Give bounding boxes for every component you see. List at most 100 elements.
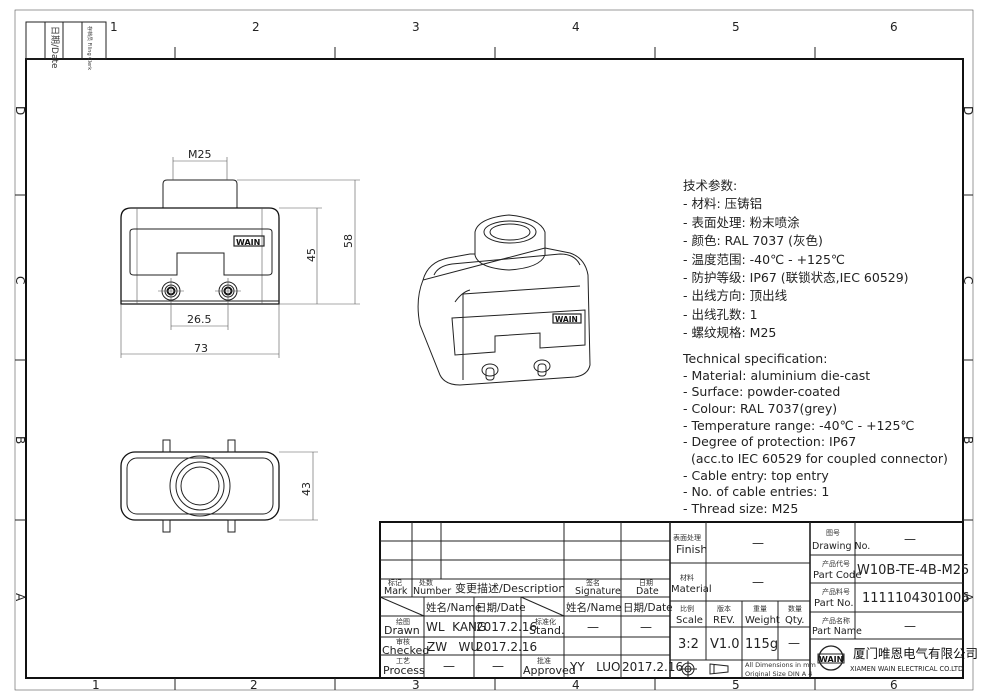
drawing-no-label: Drawing No. — [812, 541, 870, 552]
number-label: Number — [413, 586, 451, 597]
spec-en-line: - Cable entry: top entry — [683, 468, 829, 483]
mark-label: Mark — [384, 586, 408, 597]
name-header-2: 姓名/Name — [566, 601, 622, 614]
checked-date: 2017.2.16 — [476, 640, 537, 654]
part-name-label: Part Name — [812, 626, 862, 637]
rev-label: REV. — [713, 615, 735, 626]
part-code-label: Part Code — [813, 570, 862, 581]
spec-cn-line: - 防护等级: IP67 (联锁状态,IEC 60529) — [683, 270, 909, 285]
title-block: 标记 Mark 处数 Number 变更描述/Description 签名 Si… — [379, 521, 978, 679]
spec-en-line: - Thread size: M25 — [683, 501, 798, 516]
zone-col-1-bottom: 1 — [92, 678, 100, 692]
process-name: — — [443, 659, 455, 673]
dim-depth: 43 — [300, 482, 313, 496]
part-no-value: 1111104301006 — [862, 591, 970, 606]
zone-row-a-right: A — [961, 593, 975, 602]
zone-col-6: 6 — [890, 20, 898, 34]
spec-cn-line: - 出线孔数: 1 — [683, 307, 758, 322]
process-cn: 工艺 — [396, 657, 410, 665]
weight-label: Weight — [745, 615, 780, 626]
process-label: Process — [383, 664, 425, 677]
front-view: WAIN M25 45 58 26.5 73 — [120, 148, 360, 358]
checked-cn: 审核 — [396, 637, 410, 646]
stand-label: Stand. — [529, 624, 565, 637]
dim-width: 73 — [194, 342, 208, 355]
drawn-date: 2017.2.16 — [476, 620, 537, 634]
zone-row-d-right: D — [961, 106, 975, 115]
description-label: 变更描述/Description — [455, 581, 565, 595]
isometric-view: WAIN — [417, 214, 591, 386]
iso-locking-pin-right — [533, 359, 551, 377]
dim-thread: M25 — [188, 148, 212, 161]
zone-col-5-bottom: 5 — [732, 678, 740, 692]
iso-locking-pin-left — [481, 363, 499, 381]
zone-col-4-bottom: 4 — [572, 678, 580, 692]
signature-cn: 签名 — [586, 578, 600, 587]
drawing-no-value: — — [904, 532, 916, 546]
zone-col-2-bottom: 2 — [250, 678, 258, 692]
front-locking-pin-left — [158, 278, 184, 304]
zone-col-4: 4 — [572, 20, 580, 34]
part-no-label: Part No. — [814, 598, 854, 609]
scale-label: Scale — [676, 615, 703, 626]
approved-date: 2017.2.16 — [622, 660, 683, 674]
dim-height-body: 45 — [305, 248, 318, 262]
spec-cn-line: - 出线方向: 顶出线 — [683, 288, 788, 303]
company-logo: WAIN — [817, 645, 845, 671]
spec-cn-line: - 颜色: RAL 7037 (灰色) — [683, 233, 823, 248]
stand-cn: 标准化 — [535, 617, 556, 626]
zone-row-d: D — [13, 106, 27, 115]
drawn-label: Drawn — [384, 624, 420, 637]
filing-date-label: 日期/Date — [49, 26, 60, 69]
scale-value: 3:2 — [678, 637, 699, 652]
approved-cn: 批准 — [537, 656, 551, 665]
weight-cn: 重量 — [753, 605, 767, 613]
signature-label: Signature — [575, 586, 621, 597]
qty-cn: 数量 — [788, 604, 802, 613]
qty-label: Qty. — [785, 615, 804, 626]
spec-en-line: - Degree of protection: IP67 — [683, 434, 856, 449]
date-cn: 日期 — [639, 579, 653, 587]
zone-row-b: B — [13, 436, 27, 444]
part-code-cn: 产品代号 — [822, 559, 850, 568]
dim-height-total: 58 — [342, 234, 355, 248]
zone-col-2: 2 — [252, 20, 260, 34]
drawing-no-cn: 图号 — [826, 529, 840, 537]
spec-en-line: - Colour: RAL 7037(grey) — [683, 401, 837, 416]
stand-name: — — [587, 620, 599, 634]
dim-pitch: 26.5 — [187, 313, 212, 326]
filing-clerk-label: 存档员 Filing Clerk — [86, 26, 93, 70]
zone-col-3: 3 — [412, 20, 420, 34]
part-no-cn: 产品料号 — [822, 587, 850, 596]
finish-label: Finish — [676, 543, 707, 556]
part-code-value: W10B-TE-4B-M25 — [857, 563, 969, 578]
company-logo-text: WAIN — [819, 655, 843, 664]
process-date: — — [492, 659, 504, 673]
checked-label: Checked — [382, 644, 429, 657]
name-header: 姓名/Name — [426, 601, 482, 614]
rev-cn: 版本 — [717, 604, 731, 613]
material-value: — — [752, 575, 764, 589]
outer-frame — [14, 9, 974, 691]
rev-value: V1.0 — [710, 637, 740, 652]
checked-name: ZW WU — [427, 640, 479, 654]
date-header-2: 日期/Date — [623, 602, 673, 614]
zone-col-5: 5 — [732, 20, 740, 34]
bottom-view: 43 — [120, 439, 318, 533]
zone-col-3-bottom: 3 — [412, 678, 420, 692]
part-name-value: — — [904, 619, 916, 633]
spec-cn-line: - 螺纹规格: M25 — [683, 325, 776, 340]
material-cn: 材料 — [680, 573, 694, 582]
company-name-cn: 厦门唯恩电气有限公司 — [853, 646, 978, 661]
zone-row-b-right: B — [961, 436, 975, 444]
zone-markers: 1 2 3 4 5 6 1 2 3 4 5 6 D C B A D C B A — [13, 20, 975, 692]
spec-en-line: - Temperature range: -40℃ - +125℃ — [683, 418, 914, 433]
approved-label: Approved — [523, 664, 576, 677]
spec-en-line: - No. of cable entries: 1 — [683, 484, 829, 499]
filing-box: 日期/Date 存档员 Filing Clerk — [25, 21, 107, 70]
technical-spec-chinese: 技术参数: - 材料: 压铸铝 - 表面处理: 粉末喷涂 - 颜色: RAL 7… — [683, 178, 909, 340]
spec-cn-title: 技术参数: — [683, 178, 737, 193]
spec-cn-line: - 表面处理: 粉末喷涂 — [683, 215, 800, 230]
spec-en-line: - Material: aluminium die-cast — [683, 368, 870, 383]
